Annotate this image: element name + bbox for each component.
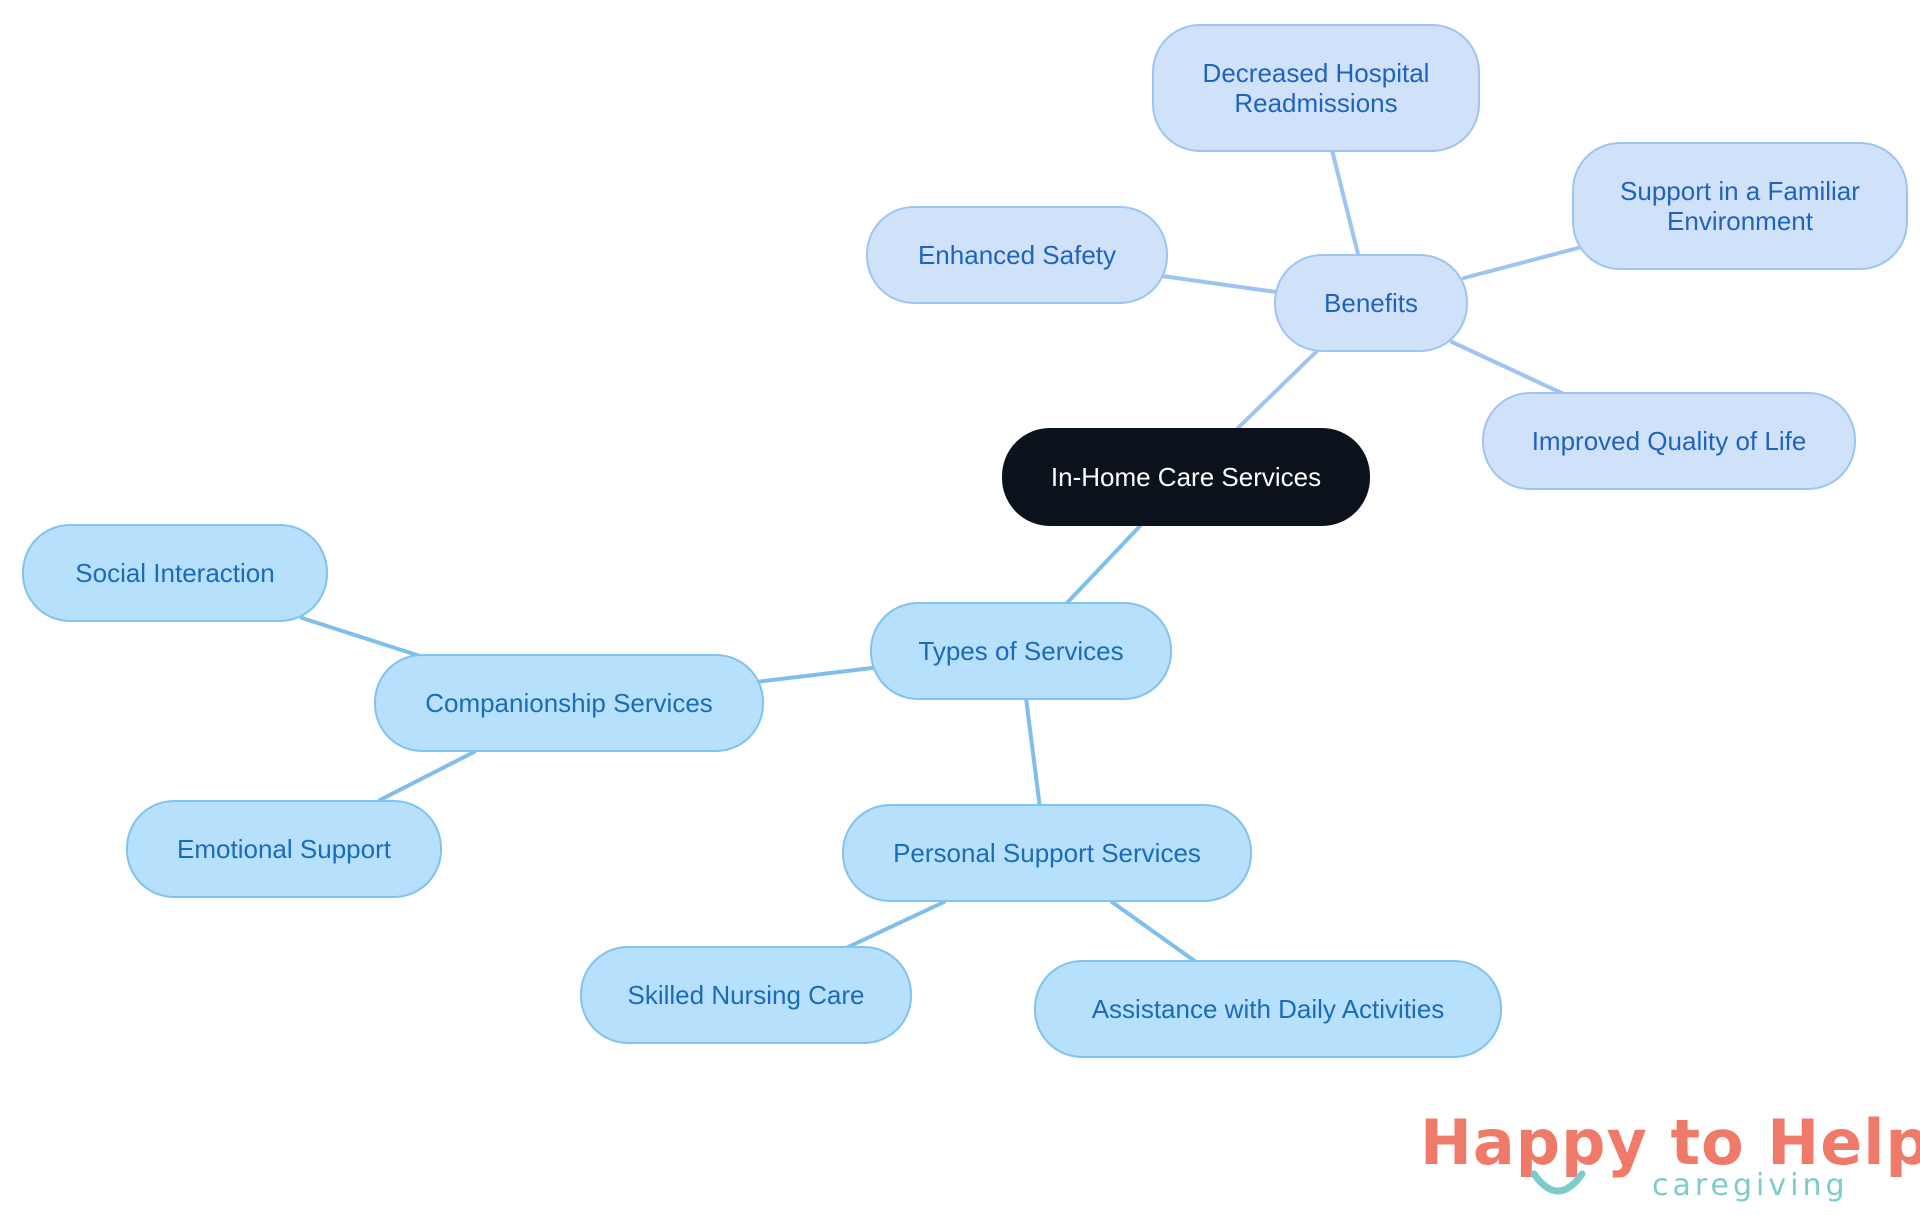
decreased-readmissions-node: Decreased Hospital Readmissions (1152, 24, 1480, 152)
emotional-support-label: Emotional Support (177, 834, 391, 864)
edge-root-types (1064, 524, 1142, 606)
types-of-services-label: Types of Services (918, 636, 1124, 666)
quality-of-life-node: Improved Quality of Life (1482, 392, 1856, 490)
familiar-environment-label: Support in a Familiar Environment (1620, 176, 1860, 236)
edge-benefits-safety (1160, 274, 1278, 294)
logo-sub-text: caregiving (1652, 1168, 1849, 1203)
edge-types-personal (1024, 696, 1042, 810)
root-node: In-Home Care Services (1002, 428, 1370, 526)
types-of-services-node: Types of Services (870, 602, 1172, 700)
edge-types-companionship (754, 666, 874, 684)
smile-icon (1530, 1170, 1586, 1195)
edge-root-benefits (1236, 348, 1320, 430)
social-interaction-node: Social Interaction (22, 524, 328, 622)
skilled-nursing-care-node: Skilled Nursing Care (580, 946, 912, 1044)
edge-benefits-familiar (1462, 246, 1580, 280)
companionship-services-node: Companionship Services (374, 654, 764, 752)
social-interaction-label: Social Interaction (75, 558, 275, 588)
logo-wordmark: Happy to Help (1420, 1108, 1920, 1178)
personal-support-services-node: Personal Support Services (842, 804, 1252, 902)
edge-personal-nursing (844, 900, 946, 950)
companionship-services-label: Companionship Services (425, 688, 713, 718)
enhanced-safety-label: Enhanced Safety (917, 240, 1117, 270)
edge-benefits-readmissions (1330, 148, 1360, 256)
logo-tagline: caregiving (1652, 1168, 1849, 1203)
edge-benefits-quality (1450, 340, 1570, 398)
decreased-readmissions-label: Decreased Hospital Readmissions (1202, 58, 1430, 118)
enhanced-safety-node: Enhanced Safety (866, 206, 1168, 304)
skilled-nursing-care-label: Skilled Nursing Care (627, 980, 865, 1010)
quality-of-life-label: Improved Quality of Life (1531, 426, 1807, 456)
root-node-label: In-Home Care Services (1050, 462, 1322, 492)
personal-support-services-label: Personal Support Services (893, 838, 1201, 868)
familiar-environment-node: Support in a Familiar Environment (1572, 142, 1908, 270)
benefits-node: Benefits (1274, 254, 1468, 352)
logo-main-text: Happy to Help (1420, 1106, 1920, 1179)
daily-activities-label: Assistance with Daily Activities (1091, 994, 1445, 1024)
edge-personal-daily (1110, 900, 1198, 964)
edge-companionship-social (300, 616, 422, 658)
emotional-support-node: Emotional Support (126, 800, 442, 898)
edge-companionship-emotional (378, 750, 476, 802)
happy-to-help-logo: Happy to Help caregiving (1420, 1108, 1920, 1208)
daily-activities-node: Assistance with Daily Activities (1034, 960, 1502, 1058)
benefits-node-label: Benefits (1324, 288, 1418, 318)
